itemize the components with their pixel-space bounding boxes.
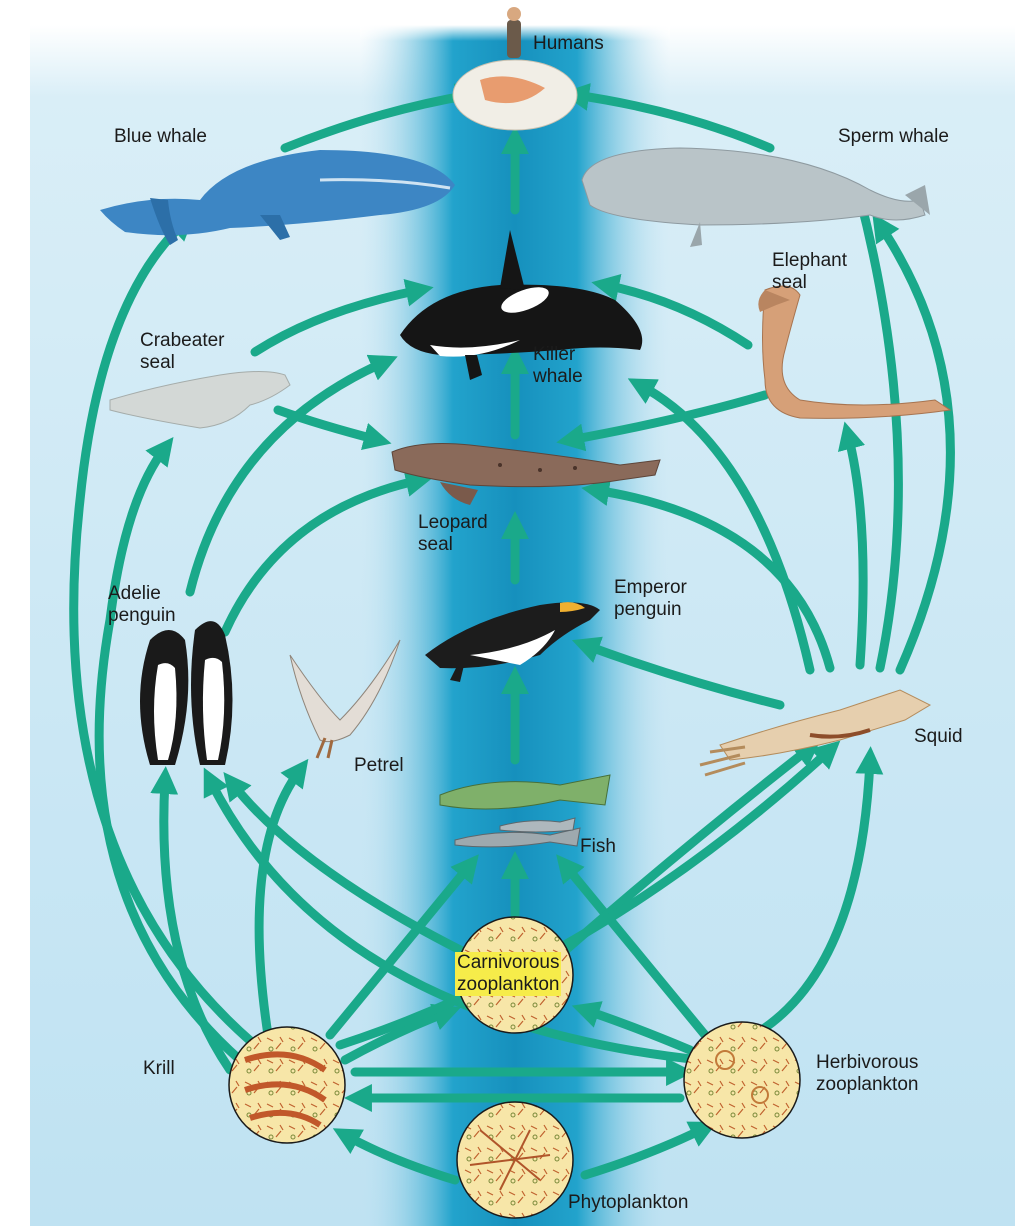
label-petrel: Petrel bbox=[354, 755, 404, 777]
label-squid: Squid bbox=[914, 726, 963, 748]
label-blue-whale: Blue whale bbox=[114, 126, 207, 148]
label-killer-whale: Killer whale bbox=[533, 344, 583, 388]
krill-circle bbox=[229, 1027, 345, 1143]
label-adelie-penguin: Adelie penguin bbox=[108, 583, 176, 627]
label-humans: Humans bbox=[533, 33, 604, 55]
phytoplankton-circle bbox=[457, 1102, 573, 1218]
label-carnivorous-zooplankton: Carnivorous zooplankton bbox=[455, 952, 561, 996]
label-emperor-penguin: Emperor penguin bbox=[614, 577, 687, 621]
label-elephant-seal: Elephant seal bbox=[772, 250, 847, 294]
label-phytoplankton: Phytoplankton bbox=[568, 1192, 688, 1214]
label-herbivorous-zooplankton: Herbivorous zooplankton bbox=[816, 1052, 918, 1096]
label-leopard-seal: Leopard seal bbox=[418, 512, 488, 556]
label-fish: Fish bbox=[580, 836, 616, 858]
label-crabeater-seal: Crabeater seal bbox=[140, 330, 225, 374]
label-krill: Krill bbox=[143, 1058, 175, 1080]
herbivorous-zooplankton-circle bbox=[684, 1022, 800, 1138]
label-sperm-whale: Sperm whale bbox=[838, 126, 949, 148]
